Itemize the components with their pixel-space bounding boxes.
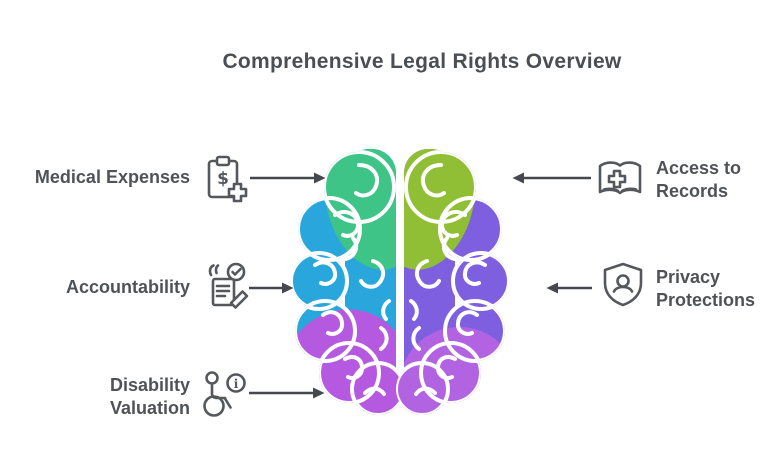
arrow-access-to-brain: [512, 171, 592, 190]
left-gyri-lines: [293, 150, 404, 415]
label-privacy-protections: Privacy Protections: [656, 267, 756, 311]
left-bottom-region: [293, 309, 404, 415]
page-title: Comprehensive Legal Rights Overview: [222, 50, 622, 73]
svg-text:$: $: [217, 169, 229, 189]
shield-person-icon: [596, 258, 650, 312]
arrow-medical-to-brain: [250, 171, 326, 190]
open-book-cross-icon: [594, 153, 648, 207]
svg-text:i: i: [234, 377, 239, 391]
label-disability-valuation: Disability Valuation: [109, 375, 190, 419]
arrow-disability-to-brain: [249, 386, 325, 405]
arrow-accountability-to-brain: [249, 281, 294, 300]
document-check-pen-icon: [200, 259, 254, 313]
right-gyri-lines: [396, 150, 507, 415]
label-accountability: Accountability: [65, 277, 190, 297]
brain-illustration: [293, 149, 507, 415]
label-medical-expenses: Medical Expenses: [34, 167, 190, 187]
arrow-privacy-to-brain: [546, 281, 593, 300]
label-access-to-records: Access to Records: [656, 158, 742, 202]
wheelchair-info-icon: i: [197, 368, 251, 422]
clipboard-dollar-cross-icon: $: [197, 152, 251, 206]
